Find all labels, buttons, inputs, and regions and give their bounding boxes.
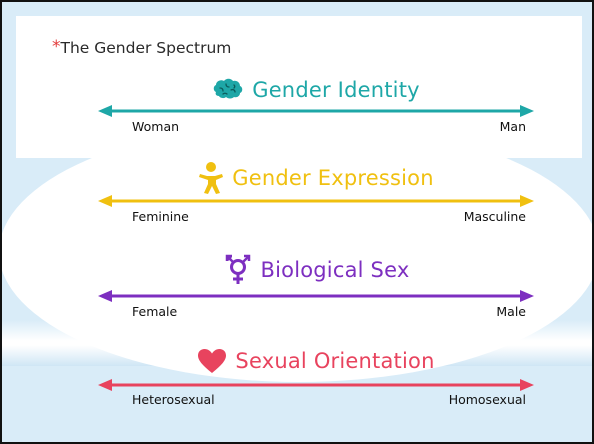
spectrum-title: Gender Identity xyxy=(98,78,534,102)
spectrum-gender-identity: Gender Identity Woman Man xyxy=(98,78,534,138)
spectrum-sexual-orientation: Sexual Orientation Heterosexual Homosexu… xyxy=(98,348,534,408)
spectrum-gender-expression: Gender Expression Feminine Masculine xyxy=(98,162,534,224)
heart-icon xyxy=(197,348,227,374)
slide-title: *The Gender Spectrum xyxy=(52,37,232,58)
spectrum-title: Gender Expression xyxy=(98,162,534,194)
spectrum-arrow xyxy=(98,290,534,302)
spectrum-left-label: Woman xyxy=(132,119,180,134)
transgender-symbol-icon xyxy=(223,254,253,286)
bullet-asterisk: * xyxy=(52,37,61,57)
spectrum-left-label: Feminine xyxy=(132,209,189,224)
brain-icon xyxy=(212,78,244,102)
spectrum-arrow xyxy=(98,105,534,117)
spectrum-right-label: Male xyxy=(496,304,526,319)
spectrum-right-label: Man xyxy=(499,119,526,134)
spectrum-title-text: Gender Expression xyxy=(232,166,434,190)
spectrum-title: Biological Sex xyxy=(98,254,534,286)
spectrum-left-label: Heterosexual xyxy=(132,392,215,407)
spectrum-right-label: Homosexual xyxy=(448,392,526,407)
spectrum-title-text: Sexual Orientation xyxy=(235,349,435,373)
spectrum-left-label: Female xyxy=(132,304,178,319)
spectrum-arrow xyxy=(98,379,534,391)
spectrum-arrow xyxy=(98,195,534,207)
spectrum-right-label: Masculine xyxy=(463,209,526,224)
spectrum-title: Sexual Orientation xyxy=(98,348,534,374)
slide-title-text: The Gender Spectrum xyxy=(60,39,232,57)
person-icon xyxy=(198,162,224,194)
spectrum-title-text: Biological Sex xyxy=(260,258,410,282)
spectrum-title-text: Gender Identity xyxy=(252,78,420,102)
spectrum-biological-sex: Biological Sex Female Male xyxy=(98,254,534,319)
